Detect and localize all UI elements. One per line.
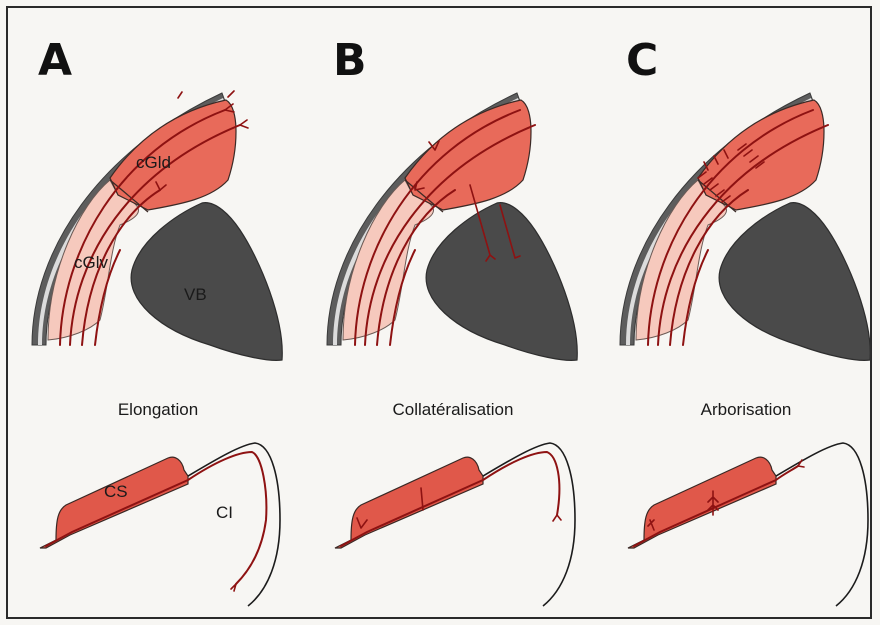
panel-letter-c: C	[626, 35, 658, 86]
cgld-nucleus-a	[110, 100, 236, 210]
vb-nucleus-a	[131, 203, 282, 361]
cgld-nucleus-b	[405, 100, 531, 210]
label-cgld: cGld	[136, 153, 171, 172]
vb-nucleus-c	[719, 203, 870, 361]
cs-a	[40, 457, 188, 548]
label-vb: VB	[184, 285, 207, 304]
label-ci: CI	[216, 503, 233, 522]
cs-c	[628, 457, 776, 548]
label-cs: CS	[104, 482, 128, 501]
cs-axon-tip-a	[231, 584, 236, 591]
panel-c: C Arborisation	[620, 35, 870, 606]
cgld-nucleus-c	[698, 100, 824, 210]
panel-a: A cGld cGlv VB Elongation CS CI	[32, 35, 282, 606]
cs-b	[335, 457, 483, 548]
caption-a: Elongation	[118, 400, 198, 419]
panel-b: B Collatéralisation	[327, 35, 577, 606]
ci-b	[483, 443, 575, 606]
label-cglv: cGlv	[74, 253, 109, 272]
caption-b: Collatéralisation	[393, 400, 514, 419]
ci-c	[776, 443, 868, 606]
panel-letter-b: B	[333, 35, 367, 86]
caption-c: Arborisation	[701, 400, 792, 419]
vb-nucleus-b	[426, 203, 577, 361]
panel-letter-a: A	[38, 35, 72, 86]
